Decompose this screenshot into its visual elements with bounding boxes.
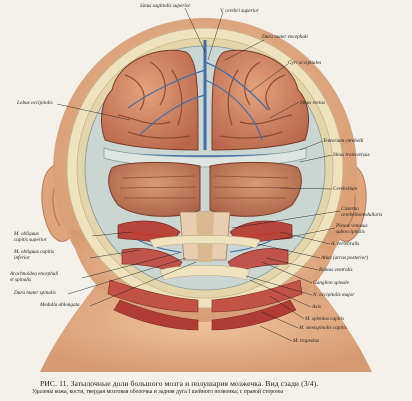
left-hemisphere — [101, 49, 199, 151]
label-cisterna-2: cerebellomedullaris — [341, 212, 382, 218]
right-hemisphere — [211, 49, 309, 151]
label-dura-mater-spinalis: Dura mater spinalis — [13, 290, 56, 296]
cerebellum-hemispheres — [108, 161, 302, 217]
label-axis: Axis — [311, 304, 321, 310]
label-m-obliquus-sup-2: capitis superior — [14, 237, 48, 243]
label-arachnoidea-2: et spinalis — [10, 277, 31, 283]
label-atlas: Atlas (arcus posterior) — [320, 254, 368, 261]
label-sinus-rectus: Sinus rectus — [300, 100, 325, 106]
label-m-obliquus-sup-1: M. obliquus — [13, 231, 39, 237]
label-medulla-oblongata: Medulla oblongata — [39, 302, 80, 308]
label-ganglion-spinale: Ganglion spinale — [313, 280, 350, 286]
label-plexus-1: Plexus venosus — [335, 223, 368, 229]
label-v-cerebri-superior: V. cerebri superior — [220, 8, 260, 14]
caption-note: Удалены кожа, кости, твердая мозговая об… — [32, 389, 284, 395]
label-m-trapezius: M. trapezius — [292, 338, 319, 344]
label-sinus-sagittalis-superior: Sinus sagittalis superior — [140, 3, 191, 9]
label-m-semispinalis-capitis: M. semispinalis capitis — [298, 325, 347, 331]
label-sinus-transversus: Sinus transversus — [333, 152, 369, 158]
cervical-bones — [149, 235, 261, 281]
label-ramus-ventralis: Ramus ventralis — [318, 267, 353, 273]
label-m-obliquus-inf-2: inferior — [14, 254, 31, 261]
label-arachnoidea-1: Arachnoidea encephali — [9, 271, 59, 277]
label-lobus-occipitalis: Lobus occipitalis — [16, 100, 53, 106]
label-cerebellum: Cerebellum — [333, 186, 357, 192]
figure-caption: РИС. 11. Затылочные доли большого мозга … — [32, 379, 412, 395]
label-dura-mater-encephali: Dura mater encephali — [261, 34, 308, 40]
label-n-occipitalis-major: N. occipitalis major — [312, 292, 355, 298]
label-gyri-occipitales: Gyri occipitales — [288, 60, 321, 66]
leader-lines — [56, 7, 341, 342]
label-m-splenius-capitis: M. splenius capitis — [304, 316, 344, 322]
label-cisterna-1: Cisterna — [341, 206, 359, 212]
neck-muscles — [107, 279, 303, 331]
labels: Sinus sagittalis superior V. cerebri sup… — [9, 3, 382, 344]
label-m-obliquus-inf-1: M. obliquus capitis — [13, 249, 54, 255]
label-plexus-2: suboccipitalis — [336, 229, 365, 235]
label-tentorium-cerebelli: Tentorium cerebelli — [323, 138, 364, 144]
label-a-vertebralis: A. vertebralis — [330, 241, 359, 247]
caption-title: РИС. 11. Затылочные доли большого мозга … — [40, 379, 319, 388]
